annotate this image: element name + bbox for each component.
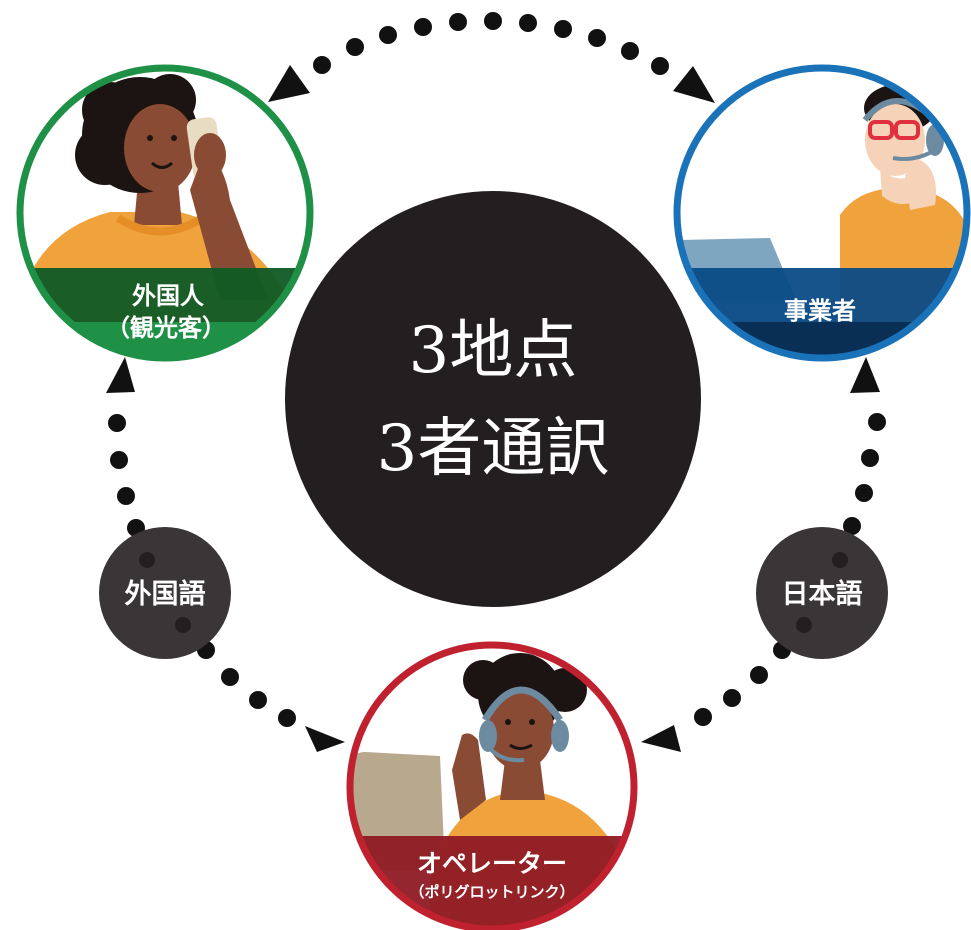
foreigner-illustration (20, 68, 310, 358)
language-label-foreign: 外国語 (125, 578, 206, 610)
connector-top (313, 12, 669, 75)
foreigner-label-line2: （観光客） (106, 314, 226, 342)
language-label-japanese: 日本語 (782, 578, 863, 610)
connector-right (694, 413, 886, 726)
foreigner-label-line1: 外国人 (132, 282, 204, 310)
arrowhead-left-down (305, 726, 345, 752)
language-bubble-foreign: 外国語 (99, 527, 231, 659)
arrowhead-left-up (106, 357, 135, 393)
center-node: 3地点 3者通訳 (285, 191, 701, 607)
arrowhead-right-down (641, 725, 681, 752)
arrowhead-top-right (673, 66, 715, 103)
connector-left (108, 414, 296, 727)
business-label: 事業者 (784, 297, 856, 325)
center-title-line1: 3地点 (409, 314, 578, 388)
node-business: 事業者 (673, 64, 971, 362)
operator-label-line2: （ポリグロットリンク） (409, 883, 574, 901)
node-foreigner: 外国人 （観光客） (16, 64, 314, 362)
language-bubble-japanese: 日本語 (756, 527, 888, 659)
operator-label-line1: オペレーター (417, 849, 567, 878)
arrowhead-right-up (850, 357, 880, 393)
center-title-line2: 3者通訳 (377, 412, 610, 486)
arrowhead-top-left (268, 65, 310, 102)
node-operator: オペレーター （ポリグロットリンク） (346, 641, 638, 930)
